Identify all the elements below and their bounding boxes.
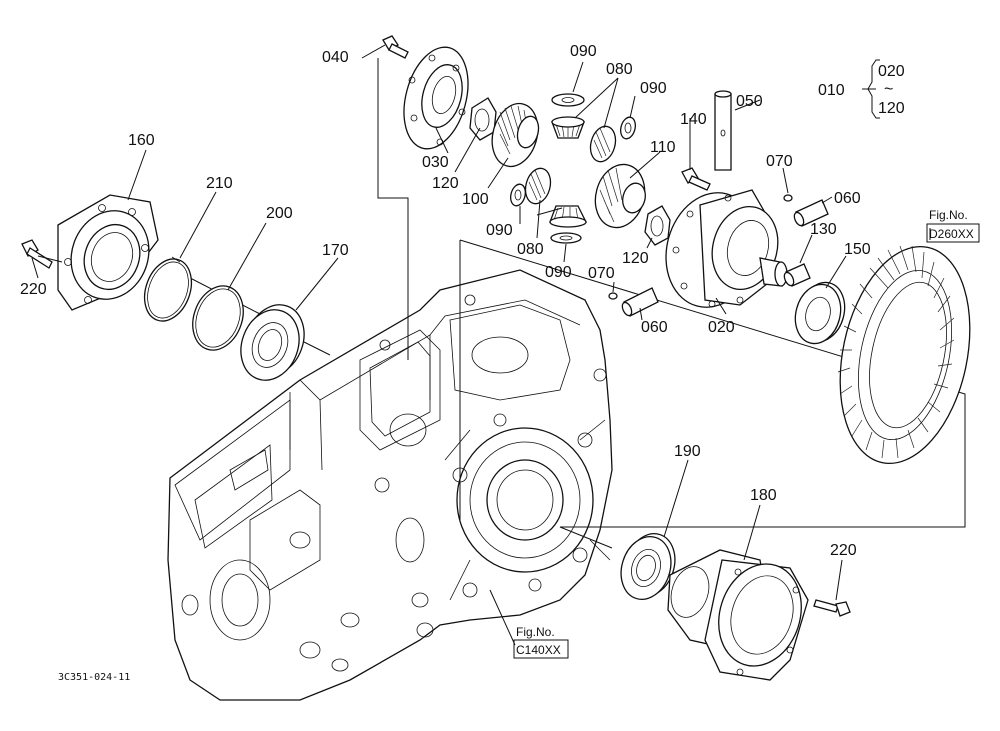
label-060-lower: 060: [641, 319, 668, 336]
part-090-washer-right: [620, 116, 636, 140]
drawing-code: 3C351-024-11: [58, 672, 130, 683]
part-210-snap-ring: [143, 256, 193, 322]
ring-gear: [837, 245, 971, 465]
part-070-pin-lower: [608, 292, 618, 300]
label-100: 100: [462, 191, 489, 208]
part-160-housing: [57, 194, 159, 311]
part-170-bearing: [240, 304, 305, 381]
fig-c-code: C140XX: [516, 643, 561, 657]
label-080-bottom: 080: [517, 241, 544, 258]
part-040-bolt: [382, 35, 409, 59]
label-050: 050: [736, 93, 763, 110]
ref-box-d: [926, 223, 980, 243]
part-120-washer-left: [469, 97, 497, 141]
part-220-bolt-right: [813, 599, 851, 617]
label-180: 180: [750, 487, 777, 504]
part-070-pin-upper: [783, 194, 793, 202]
part-060-shaft-lower: [621, 287, 659, 317]
fig-d-title: Fig.No.: [929, 208, 968, 222]
label-220-right: 220: [830, 542, 857, 559]
label-090-bottom: 090: [545, 264, 572, 281]
part-180-housing: [667, 549, 809, 681]
label-110: 110: [650, 139, 676, 156]
label-020: 020: [708, 319, 735, 336]
label-120-left: 120: [432, 175, 459, 192]
label-070-lower: 070: [588, 265, 615, 282]
part-130-collar: [783, 263, 811, 287]
label-020-range: 020: [878, 63, 905, 80]
label-130: 130: [810, 221, 837, 238]
part-060-shaft-upper: [793, 199, 829, 227]
part-080-pinion-left: [524, 167, 552, 205]
label-090-left: 090: [486, 222, 513, 239]
label-120-range: 120: [878, 100, 905, 117]
label-tilde: ~: [884, 81, 893, 98]
label-080-top: 080: [606, 61, 633, 78]
leader-lines: [31, 44, 931, 601]
part-090-washer-bottom: [550, 232, 582, 244]
label-140: 140: [680, 111, 707, 128]
part-080-pinion-right: [589, 125, 617, 163]
label-170: 170: [322, 242, 349, 259]
label-150: 150: [844, 241, 871, 258]
label-160: 160: [128, 132, 155, 149]
label-210: 210: [206, 175, 233, 192]
part-020-diff-case: [665, 189, 788, 308]
label-070-upper: 070: [766, 153, 793, 170]
part-100-side-gear: [491, 102, 540, 168]
range-bracket: [867, 59, 880, 119]
label-220-left: 220: [20, 281, 47, 298]
part-140-bolt: [681, 167, 711, 191]
part-110-side-gear: [594, 163, 646, 229]
part-080-pinion-bottom: [549, 205, 588, 228]
label-060-upper: 060: [834, 190, 861, 207]
label-090-top: 090: [570, 43, 597, 60]
part-090-washer-left: [510, 183, 526, 207]
label-200: 200: [266, 205, 293, 222]
part-030-cover: [403, 46, 469, 150]
part-050-shaft: [714, 90, 732, 171]
label-120-right: 120: [622, 250, 649, 267]
label-040: 040: [322, 49, 349, 66]
transmission-case: [167, 269, 613, 701]
label-010: 010: [818, 82, 845, 99]
part-150-bearing: [794, 281, 846, 345]
fig-c-title: Fig.No.: [516, 625, 555, 639]
part-080-pinion-top: [551, 116, 585, 139]
label-090-right: 090: [640, 80, 667, 97]
label-190: 190: [674, 443, 701, 460]
fig-d-code: D260XX: [929, 227, 974, 241]
label-030: 030: [422, 154, 449, 171]
part-220-bolt-left: [21, 239, 63, 269]
part-120-washer-right: [644, 205, 671, 246]
part-090-washer-top: [551, 93, 585, 107]
part-190-bearing: [620, 533, 676, 600]
ref-box-c: [513, 639, 569, 659]
